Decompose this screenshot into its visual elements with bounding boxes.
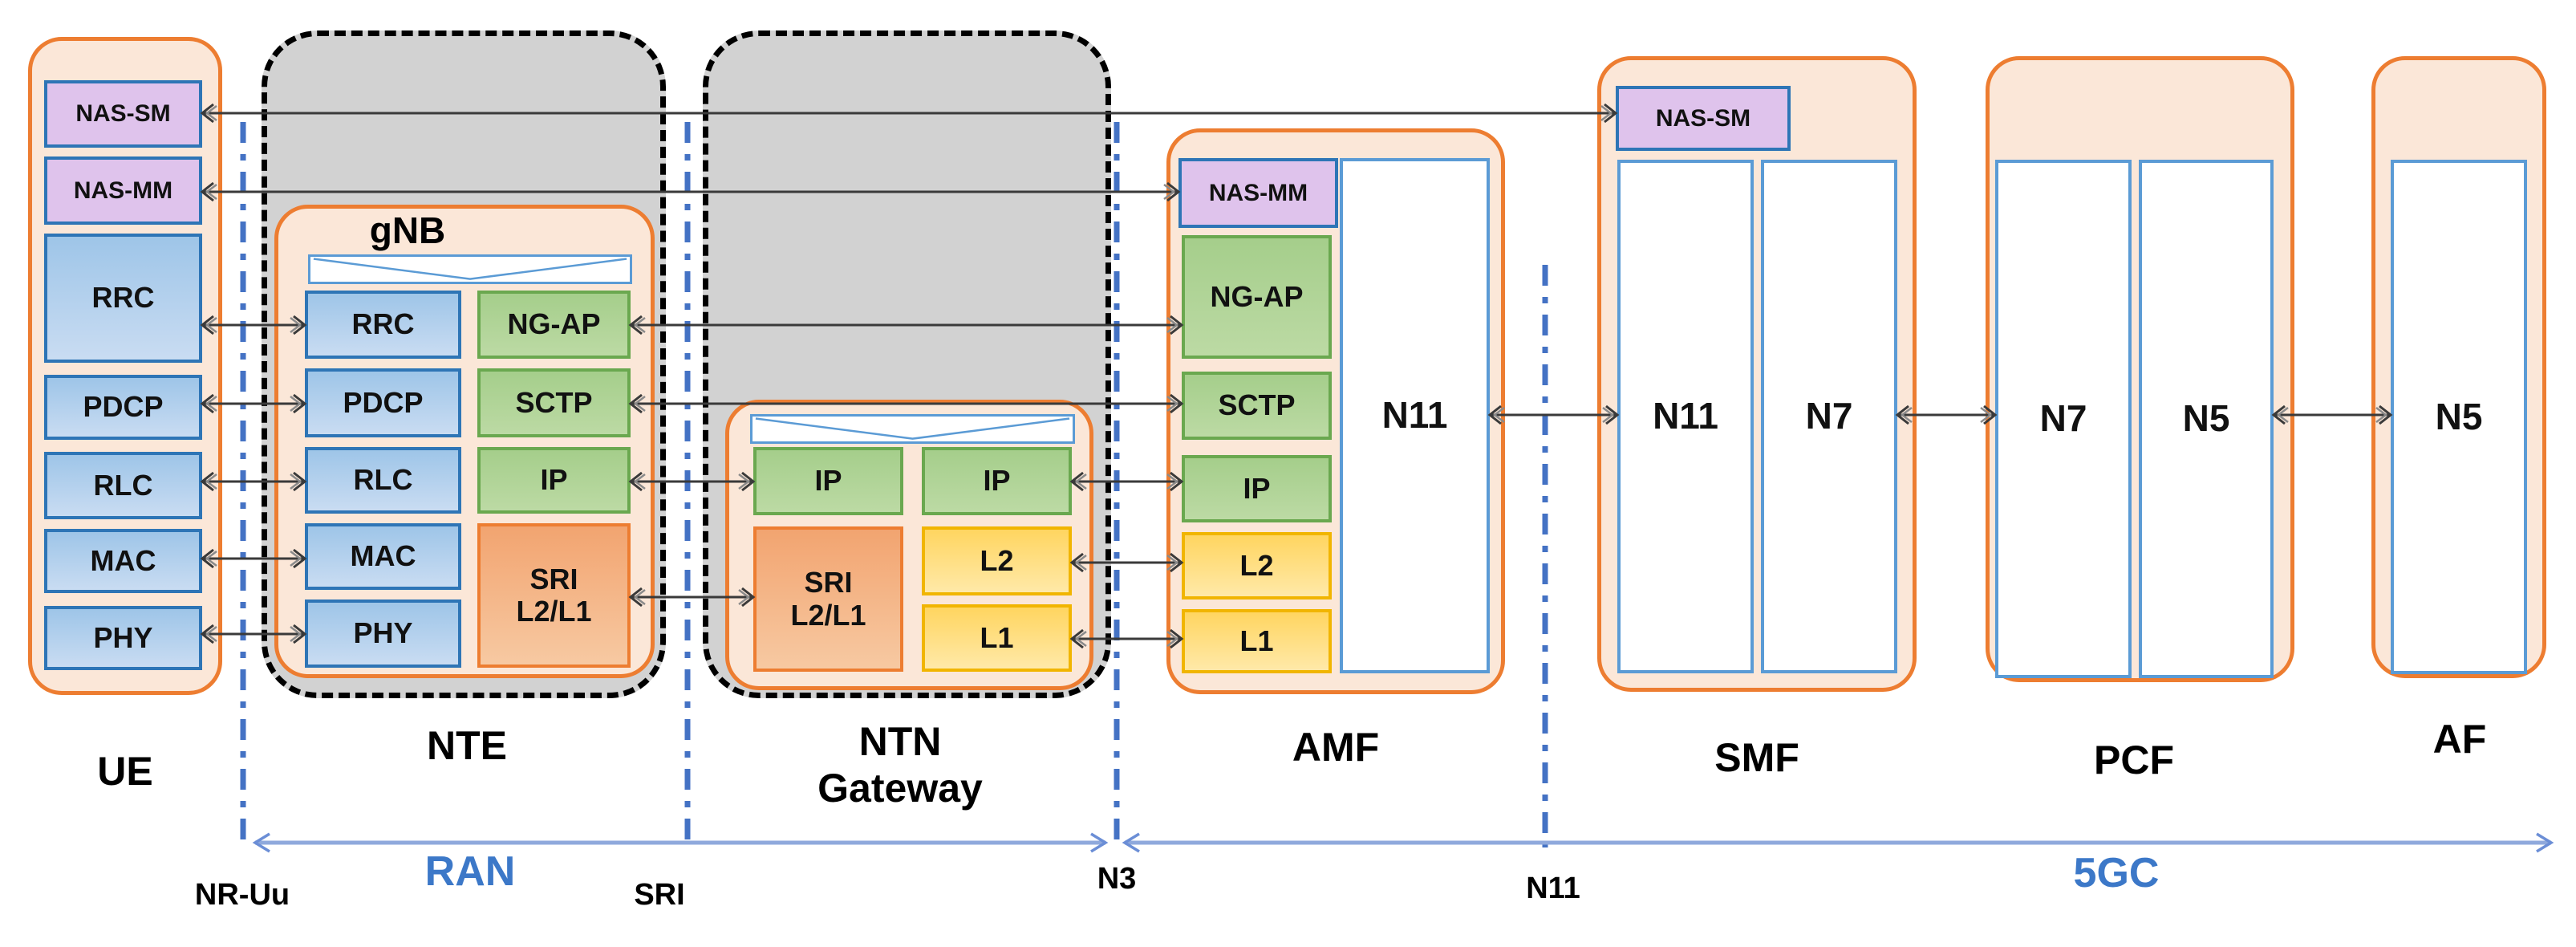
smf-label: SMF	[1714, 735, 1799, 780]
amf-ip-box: IP	[1182, 455, 1332, 522]
gnb-label: gNB	[369, 209, 446, 251]
amf-nas-mm-box: NAS-MM	[1178, 158, 1338, 228]
ue-pdcp-box: PDCP	[44, 375, 202, 440]
amf-ngap-box: NG-AP	[1182, 235, 1332, 359]
gnb-phy-box: PHY	[305, 599, 461, 668]
n11-interface-label: N11	[1526, 872, 1580, 905]
gnb-sri-box: SRI L2/L1	[477, 523, 631, 668]
ntn-gateway-label-line2: Gateway	[817, 765, 983, 811]
ue-rrc-box: RRC	[44, 234, 202, 363]
pcf-label: PCF	[2094, 738, 2174, 782]
ntn-gw-sri-line1: SRI	[804, 566, 853, 599]
amf-l1-box: L1	[1182, 609, 1332, 673]
ue-mac-box: MAC	[44, 529, 202, 593]
nte-label: NTE	[427, 723, 507, 768]
gnb-sri-line2: L2/L1	[516, 595, 592, 628]
gnb-sri-line1: SRI	[529, 562, 578, 595]
smf-nas-sm-box: NAS-SM	[1616, 86, 1791, 151]
gnb-rrc-box: RRC	[305, 291, 461, 359]
ntn-gateway-relay-symbol	[750, 414, 1075, 444]
ntn-gw-ip-right-box: IP	[922, 447, 1072, 515]
5gc-zone-label: 5GC	[2073, 850, 2160, 896]
smf-n7-box: N7	[1761, 160, 1897, 673]
relay-bowtie-icon	[755, 417, 1070, 440]
ntn-gw-sri-box: SRI L2/L1	[753, 526, 903, 672]
ntn-gw-ip-left-box: IP	[753, 447, 903, 515]
af-n5-box: N5	[2391, 160, 2527, 674]
gnb-pdcp-box: PDCP	[305, 368, 461, 437]
gnb-mac-box: MAC	[305, 523, 461, 590]
amf-n11-box: N11	[1340, 158, 1490, 673]
ue-nas-mm-box: NAS-MM	[44, 156, 202, 225]
relay-bowtie-icon	[313, 258, 627, 280]
ue-rlc-box: RLC	[44, 452, 202, 519]
ntn-gw-l2-box: L2	[922, 526, 1072, 595]
smf-n11-box: N11	[1617, 160, 1754, 673]
gnb-relay-symbol	[308, 254, 632, 284]
ntn-gw-sri-line2: L2/L1	[790, 598, 866, 632]
sri-interface-label: SRI	[634, 878, 685, 912]
ran-zone-label: RAN	[424, 848, 516, 895]
amf-label: AMF	[1292, 725, 1380, 770]
ntn-gateway-label-line1: NTN	[858, 719, 942, 764]
amf-sctp-box: SCTP	[1182, 372, 1332, 440]
n3-interface-label: N3	[1097, 862, 1137, 896]
gnb-sctp-box: SCTP	[477, 368, 631, 437]
pcf-n7-box: N7	[1995, 160, 2132, 678]
gnb-ngap-box: NG-AP	[477, 291, 631, 359]
ntn-gateway-label: NTN Gateway	[817, 719, 983, 811]
ue-label: UE	[97, 749, 153, 794]
gnb-rlc-box: RLC	[305, 447, 461, 514]
af-label: AF	[2432, 717, 2487, 762]
ntn-gw-l1-box: L1	[922, 604, 1072, 672]
nr-uu-interface-label: NR-Uu	[194, 878, 290, 912]
ue-phy-box: PHY	[44, 606, 202, 670]
ue-nas-sm-box: NAS-SM	[44, 80, 202, 148]
gnb-ip-box: IP	[477, 447, 631, 514]
amf-l2-box: L2	[1182, 532, 1332, 599]
pcf-n5-box: N5	[2139, 160, 2274, 678]
